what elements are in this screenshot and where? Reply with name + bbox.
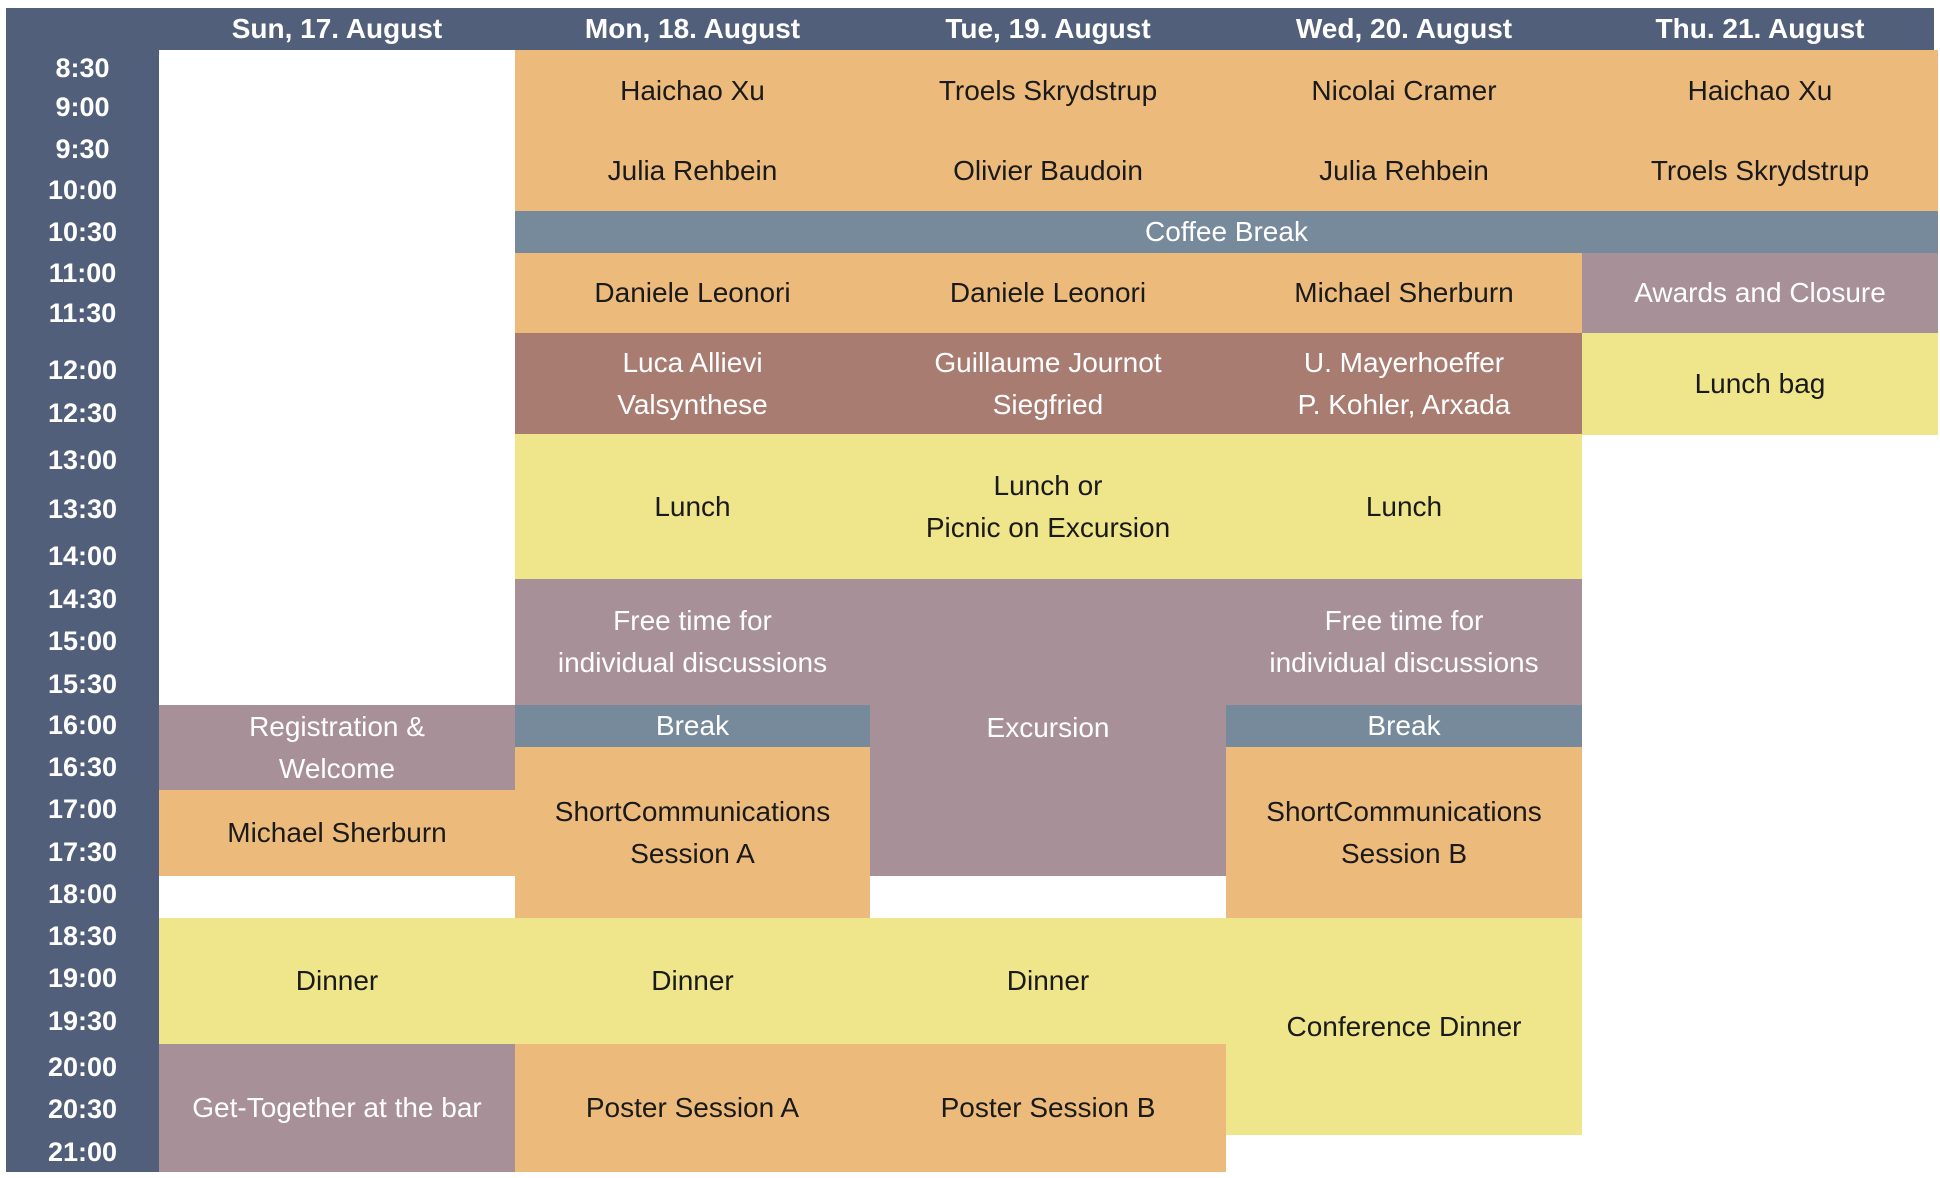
day-header-sunday: Sun, 17. August (231, 13, 443, 44)
time-column (6, 8, 159, 1172)
registration-block[interactable]: Registration & Welcome (159, 705, 515, 790)
time-label: 12:30 (47, 398, 118, 428)
free-time-block[interactable]: Free time for individual discussions (515, 579, 870, 705)
session-block[interactable]: Troels Skrydstrup (1582, 131, 1938, 211)
coffee-break-block[interactable]: Coffee Break (515, 211, 1938, 253)
session-block[interactable]: Michael Sherburn (1226, 253, 1582, 333)
short-communications-block[interactable]: ShortCommunications Session B (1226, 747, 1582, 918)
time-label: 10:30 (47, 217, 118, 247)
time-label: 16:00 (47, 710, 118, 740)
time-label: 13:30 (47, 494, 118, 524)
time-label: 19:00 (47, 963, 118, 993)
time-label: 16:30 (47, 752, 118, 782)
free-time-block[interactable]: Free time for individual discussions (1226, 579, 1582, 705)
session-block[interactable]: Troels Skrydstrup (870, 50, 1226, 131)
break-block[interactable]: Break (515, 705, 870, 747)
session-block[interactable]: Daniele Leonori (515, 253, 870, 333)
session-block[interactable]: Haichao Xu (515, 50, 870, 131)
lunch-bag-block[interactable]: Lunch bag (1582, 333, 1938, 435)
break-block[interactable]: Break (1226, 705, 1582, 747)
time-label: 15:30 (47, 669, 118, 699)
day-header-bar (6, 8, 1934, 50)
time-label: 11:30 (48, 298, 117, 328)
time-label: 8:30 (55, 53, 110, 83)
industry-talk-block[interactable]: Luca Allievi Valsynthese (515, 333, 870, 434)
day-header-monday: Mon, 18. August (584, 13, 801, 44)
industry-talk-block[interactable]: Guillaume Journot Siegfried (870, 333, 1226, 434)
lunch-block[interactable]: Lunch (1226, 434, 1582, 579)
awards-closure-block[interactable]: Awards and Closure (1582, 253, 1938, 333)
session-block[interactable]: Olivier Baudoin (870, 131, 1226, 211)
dinner-block[interactable]: Dinner (159, 918, 515, 1044)
time-label: 14:30 (47, 584, 118, 614)
time-label: 20:30 (47, 1094, 118, 1124)
short-communications-block[interactable]: ShortCommunications Session A (515, 747, 870, 918)
time-label: 21:00 (47, 1137, 118, 1167)
time-label: 13:00 (47, 445, 118, 475)
poster-session-block[interactable]: Poster Session A (515, 1044, 870, 1172)
get-together-block[interactable]: Get-Together at the bar (159, 1044, 515, 1172)
time-label: 14:00 (47, 541, 118, 571)
time-label: 17:30 (47, 837, 118, 867)
time-label: 15:00 (47, 626, 118, 656)
poster-session-block[interactable]: Poster Session B (870, 1044, 1226, 1172)
session-block[interactable]: Michael Sherburn (159, 790, 515, 876)
excursion-block[interactable]: Excursion (870, 579, 1226, 876)
time-label: 11:00 (48, 258, 117, 288)
time-label: 18:00 (47, 879, 118, 909)
lunch-block[interactable]: Lunch or Picnic on Excursion (870, 434, 1226, 579)
dinner-block[interactable]: Dinner (515, 918, 870, 1044)
day-header-tuesday: Tue, 19. August (945, 13, 1151, 44)
session-block[interactable]: Daniele Leonori (870, 253, 1226, 333)
time-label: 9:00 (55, 92, 110, 122)
session-block[interactable]: Nicolai Cramer (1226, 50, 1582, 131)
time-label: 12:00 (47, 355, 118, 385)
industry-talk-block[interactable]: U. Mayerhoeffer P. Kohler, Arxada (1226, 333, 1582, 434)
day-header-thursday: Thu. 21. August (1655, 13, 1865, 44)
time-label: 18:30 (47, 921, 118, 951)
conference-dinner-block[interactable]: Conference Dinner (1226, 918, 1582, 1135)
time-label: 17:00 (47, 794, 118, 824)
time-label: 20:00 (47, 1052, 118, 1082)
dinner-block[interactable]: Dinner (870, 918, 1226, 1044)
time-label: 19:30 (47, 1006, 118, 1036)
time-label: 10:00 (47, 175, 118, 205)
lunch-block[interactable]: Lunch (515, 434, 870, 579)
session-block[interactable]: Haichao Xu (1582, 50, 1938, 131)
time-label: 9:30 (55, 134, 110, 164)
day-header-wednesday: Wed, 20. August (1295, 13, 1513, 44)
session-block[interactable]: Julia Rehbein (515, 131, 870, 211)
session-block[interactable]: Julia Rehbein (1226, 131, 1582, 211)
